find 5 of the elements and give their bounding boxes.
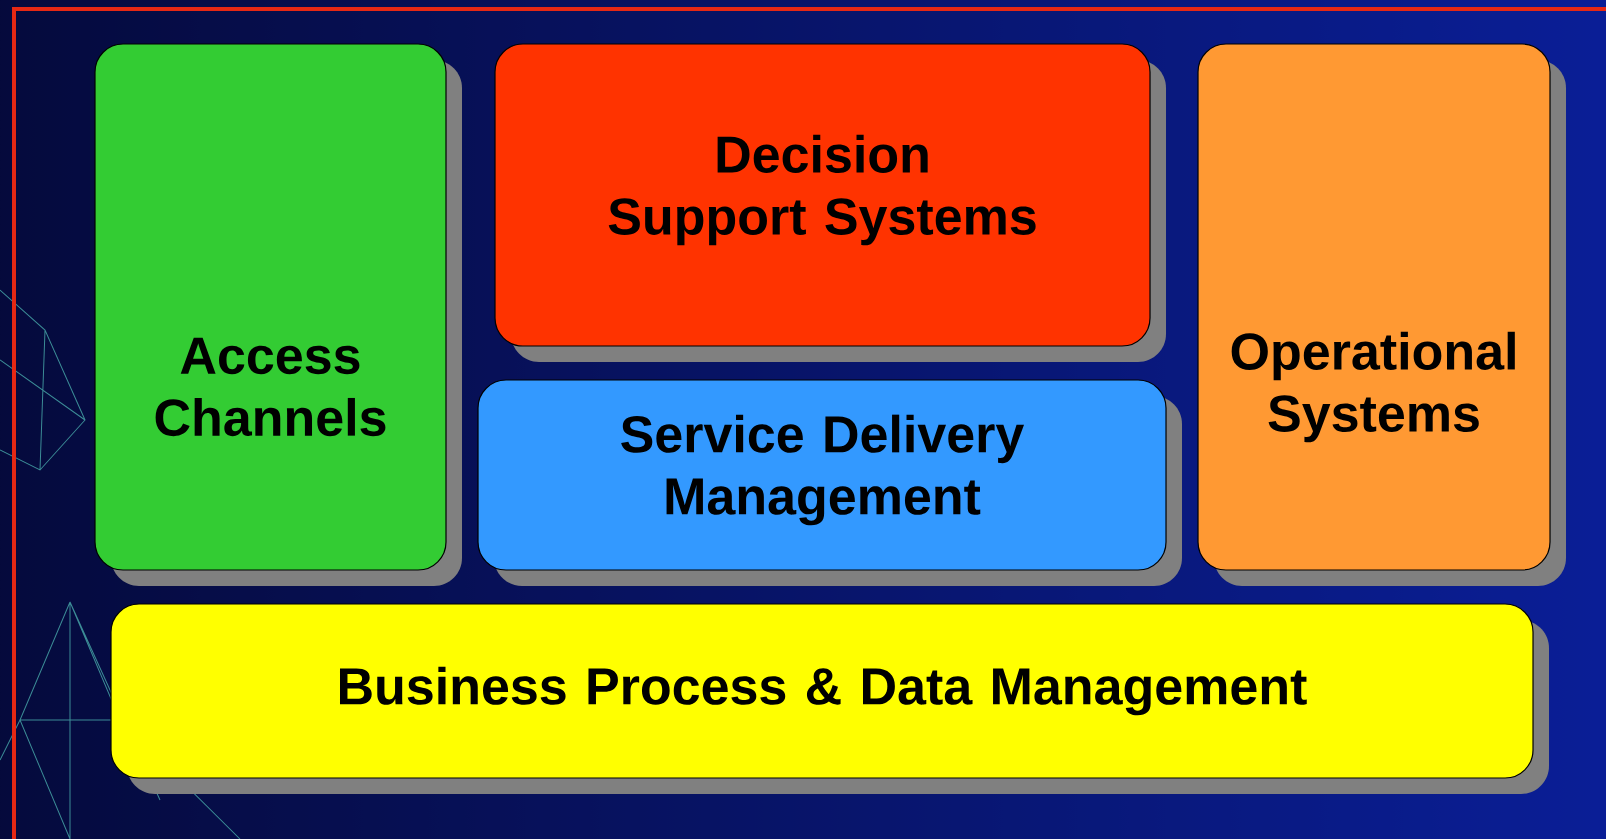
system-box: Business Process & Data Management — [110, 603, 1549, 794]
system-box: Service Delivery Management — [477, 379, 1182, 586]
system-box: Access Channels — [94, 43, 462, 586]
system-box: Decision Support Systems — [494, 43, 1166, 362]
system-box: Operational Systems — [1197, 43, 1566, 586]
